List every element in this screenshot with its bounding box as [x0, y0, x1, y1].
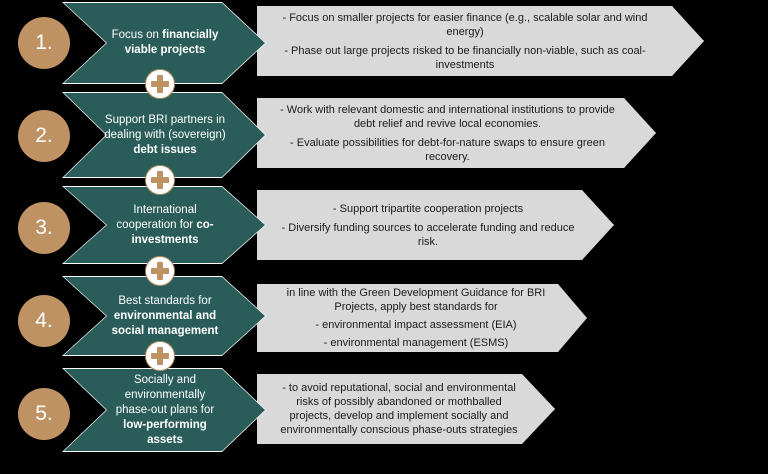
step-row-1: - Focus on smaller projects for easier f… [0, 0, 768, 90]
step-1-chevron [62, 2, 266, 84]
step-3-detail-2: - Diversify funding sources to accelerat… [281, 221, 575, 248]
step-2-details: - Work with relevant domestic and intern… [280, 98, 615, 168]
step-5-detail-1: - to avoid reputational, social and envi… [280, 382, 518, 436]
step-1-detail-2: - Phase out large projects risked to be … [284, 44, 646, 71]
plus-icon [145, 341, 175, 371]
step-3-chevron [62, 186, 266, 264]
step-1-details-arrow [257, 6, 704, 76]
step-4-detail-3: - environmental management (ESMS) [323, 337, 509, 349]
step-3-number-badge: 3. [18, 202, 70, 254]
step-1-number-badge: 1. [18, 17, 70, 69]
step-5-title: Socially and environmentally phase-out p… [115, 373, 215, 446]
step-1-details: - Focus on smaller projects for easier f… [280, 6, 650, 76]
step-4-detail-2: - environmental impact assessment (EIA) [315, 319, 517, 331]
step-5-details: - to avoid reputational, social and envi… [274, 374, 524, 444]
step-3-title: International cooperation for co-investm… [116, 203, 214, 246]
plus-icon [145, 256, 175, 286]
step-5-chevron [62, 368, 266, 452]
step-4-detail-1: in line with the Green Development Guida… [286, 287, 546, 313]
step-4-number-badge: 4. [18, 295, 70, 347]
step-2-detail-2: - Evaluate possibilities for debt-for-na… [290, 136, 605, 163]
step-3-detail-1: - Support tripartite cooperation project… [332, 202, 524, 215]
step-2-detail-1: - Work with relevant domestic and intern… [280, 103, 615, 130]
step-5-number-badge: 5. [18, 388, 70, 440]
plus-icon [145, 69, 175, 99]
step-3-details-arrow [257, 190, 614, 260]
step-2-details-arrow [257, 98, 656, 168]
step-4-details-arrow [257, 284, 587, 352]
step-1-detail-1: - Focus on smaller projects for easier f… [282, 11, 648, 38]
step-2-number-badge: 2. [18, 110, 70, 162]
plus-icon [145, 165, 175, 195]
step-4-details: in line with the Green Development Guida… [272, 284, 560, 352]
step-1-title: Focus on financially viable projects [111, 29, 219, 56]
step-3-details: - Support tripartite cooperation project… [278, 190, 578, 260]
step-5-details-arrow [257, 374, 555, 444]
